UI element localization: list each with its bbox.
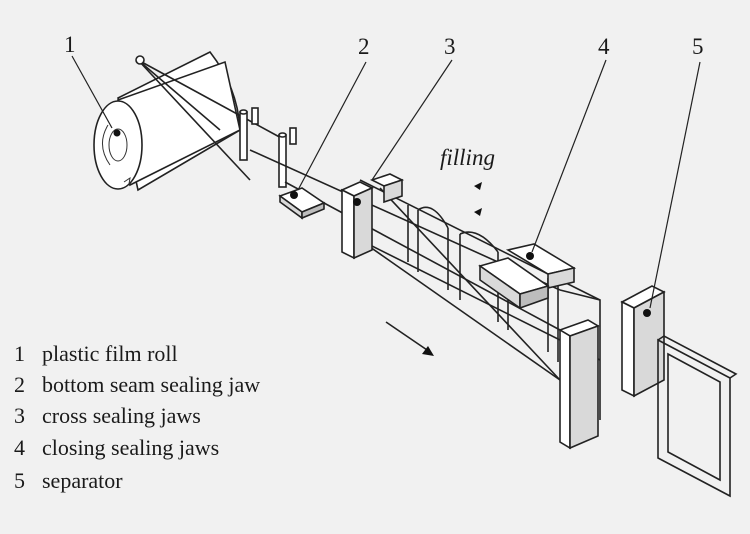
plastic-film-roll [93,50,297,192]
legend-5-number: 5 [14,468,25,493]
legend-4-text: closing sealing jaws [42,435,219,460]
callout-1: 1 [64,32,76,57]
callout-leaders [71,55,701,309]
closing-sealing-jaws [478,243,600,450]
legend-2-text: bottom seam sealing jaw [42,372,260,397]
bottom-seam-sealing-jaw [278,187,326,220]
legend-4-number: 4 [14,435,25,460]
legend-1-text: plastic film roll [42,341,178,366]
callout-2: 2 [358,34,370,59]
legend-3-number: 3 [14,403,25,428]
legend-1-number: 1 [14,341,25,366]
legend-2-number: 2 [14,372,25,397]
filling-arrows [474,182,482,216]
callout-4: 4 [598,34,610,59]
callout-5: 5 [692,34,704,59]
legend-5-text: separator [42,468,123,493]
legend-3-text: cross sealing jaws [42,403,201,428]
finished-bag [657,335,738,498]
cross-sealing-jaws [340,173,405,260]
filling-label: filling [440,145,495,170]
callout-3: 3 [444,34,456,59]
direction-arrow [385,321,434,356]
legend: 1 plastic film roll 2 bottom seam sealin… [14,341,260,493]
